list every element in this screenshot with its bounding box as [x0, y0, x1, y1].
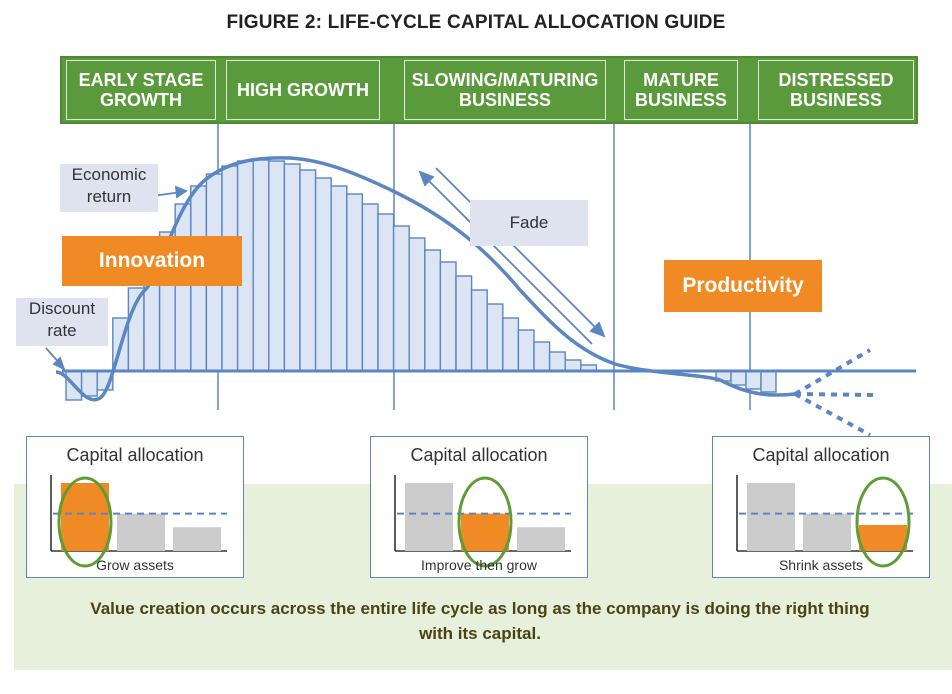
- economic-return-bar: [299, 169, 317, 372]
- economic-return-bar: [330, 185, 348, 372]
- capital-bar: [405, 483, 453, 551]
- figure-title: FIGURE 2: LIFE-CYCLE CAPITAL ALLOCATION …: [226, 12, 726, 33]
- fade-arrowhead: [589, 321, 606, 338]
- economic-return-bar: [533, 341, 551, 372]
- capital-allocation-chart: [736, 475, 913, 568]
- stage-mature: MATURE BUSINESS: [624, 60, 738, 120]
- stage-high-growth: HIGH GROWTH: [226, 60, 380, 120]
- capital-panel-shrink: Capital allocation Shrink assets: [712, 436, 930, 578]
- economic-return-bar: [470, 289, 488, 372]
- economic-return-bar: [760, 370, 777, 393]
- capital-panel-grow: Capital allocation Grow assets: [26, 436, 244, 578]
- economic-return-bar: [392, 225, 410, 372]
- economic-return-bars: [65, 159, 777, 401]
- capital-bar-highlighted: [859, 525, 907, 551]
- fade-label: Fade: [470, 200, 588, 246]
- economic-return-bar: [502, 317, 520, 372]
- capital-bar: [517, 527, 565, 551]
- economic-return-bar: [361, 203, 379, 372]
- economic-return-bar: [252, 159, 270, 372]
- capital-bar: [747, 483, 795, 551]
- footer-caption: Value creation occurs across the entire …: [90, 599, 870, 643]
- capital-panel-title: Capital allocation: [66, 445, 204, 465]
- economic-return-bar: [377, 213, 395, 372]
- capital-bar: [117, 513, 165, 551]
- fade-arrowhead: [418, 170, 435, 187]
- economic-return-bar: [730, 370, 747, 386]
- productivity-tag: Productivity: [664, 260, 822, 312]
- capital-panel-caption: Grow assets: [96, 557, 174, 573]
- economic-return-bar: [283, 163, 301, 372]
- pointer-arrowhead: [174, 185, 188, 199]
- innovation-tag: Innovation: [62, 236, 242, 286]
- capital-bar-highlighted: [461, 513, 509, 551]
- capital-panel-title: Capital allocation: [410, 445, 548, 465]
- economic-return-bar: [486, 303, 504, 372]
- highlight-ring: [457, 476, 513, 568]
- highlight-ring: [57, 476, 113, 568]
- economic-return-bar: [745, 370, 762, 390]
- stage-distressed: DISTRESSED BUSINESS: [758, 60, 914, 120]
- pointer-arrowhead: [52, 356, 66, 371]
- highlight-ring: [855, 476, 911, 568]
- future-path-down: [794, 392, 871, 437]
- capital-bar: [803, 513, 851, 551]
- economic-return-bar: [408, 237, 426, 372]
- economic-return-bar: [346, 193, 364, 372]
- economic-return-label: Economic return: [60, 164, 158, 212]
- fade-arrow-left: [419, 171, 593, 345]
- stage-slowing-maturing: SLOWING/MATURING BUSINESS: [404, 60, 606, 120]
- economic-return-bar: [424, 249, 442, 372]
- capital-allocation-chart: [394, 475, 571, 568]
- economic-return-bar: [455, 275, 473, 372]
- future-paths: [793, 348, 876, 437]
- stage-header-bar: EARLY STAGE GROWTH HIGH GROWTH SLOWING/M…: [60, 56, 918, 124]
- fade-arrow-right: [435, 167, 605, 337]
- capital-allocation-chart: [50, 475, 227, 568]
- fade-arrows: [418, 167, 606, 345]
- economic-return-bar: [517, 329, 535, 372]
- economic-return-bar: [314, 177, 332, 372]
- economic-return-bar: [564, 359, 582, 372]
- capital-panel-caption: Shrink assets: [778, 557, 864, 573]
- capital-panel-improve: Capital allocation Improve then grow: [370, 436, 588, 578]
- capital-panel-title: Capital allocation: [752, 445, 890, 465]
- economic-return-bar: [548, 351, 566, 372]
- future-path-up: [793, 348, 872, 396]
- stage-early-growth: EARLY STAGE GROWTH: [66, 60, 216, 120]
- capital-panel-caption: Improve then grow: [421, 557, 537, 573]
- economic-return-curve: [55, 156, 796, 402]
- capital-bar-highlighted: [61, 483, 109, 551]
- economic-return-bar: [439, 261, 457, 372]
- economic-return-bar: [268, 160, 286, 372]
- discount-rate-label: Discount rate: [16, 298, 108, 346]
- future-path-flat: [794, 392, 876, 397]
- economic-return-bar: [80, 370, 98, 397]
- economic-return-bar: [174, 203, 192, 372]
- capital-bar: [173, 527, 221, 551]
